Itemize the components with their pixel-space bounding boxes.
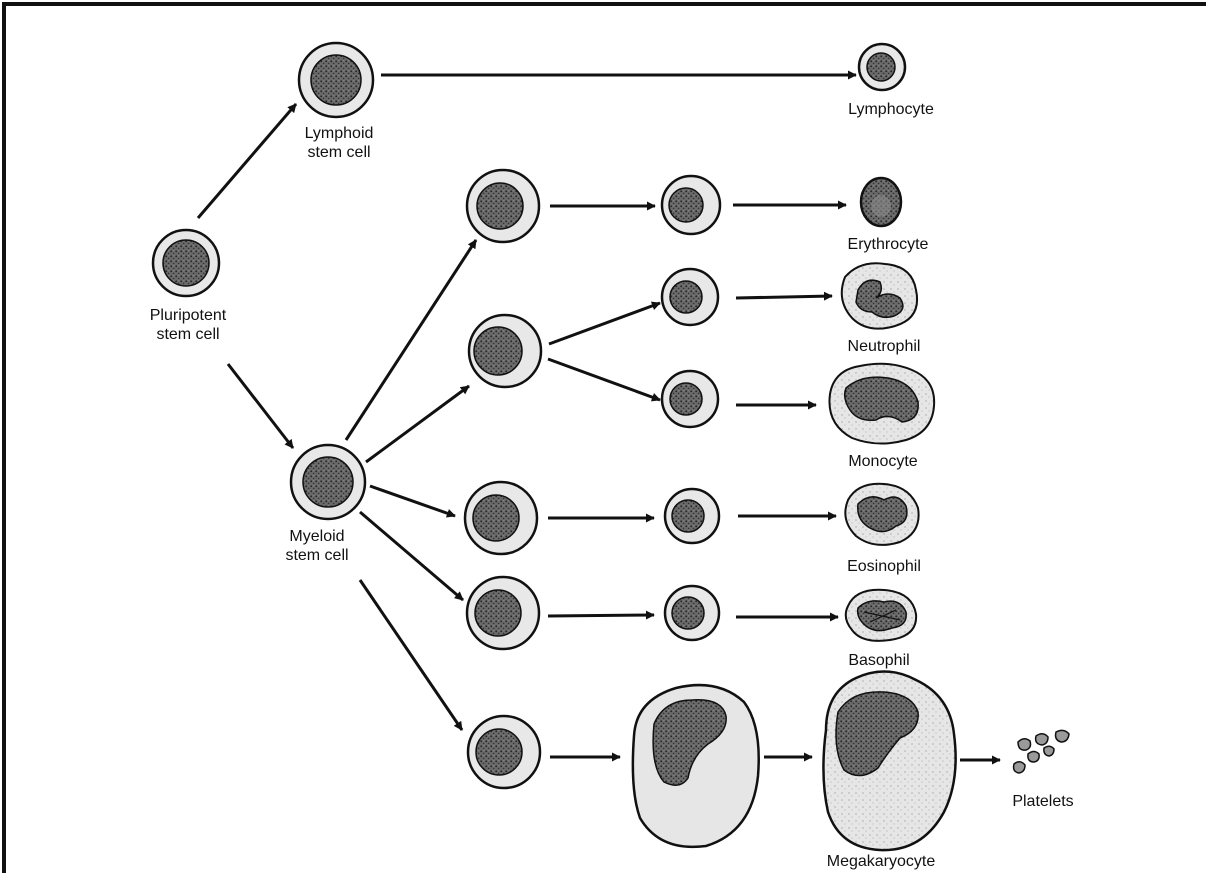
arrow-myelomonocytic-to-neutrophil-stage: [548, 301, 661, 346]
label-line: stem cell: [285, 547, 349, 564]
cell-megakaryoblast: [466, 714, 542, 790]
label-lymphoid-stem-cell: Lymphoid stem cell: [305, 124, 374, 162]
label-line: Myeloid: [289, 528, 345, 545]
cell-promegakaryocyte: [631, 683, 760, 849]
arrow-pluripotent-to-lymphoid: [196, 103, 298, 219]
cell-eosinophil-precursor: [463, 480, 539, 556]
cell-monocyte-stage: [660, 369, 720, 429]
arrow-myeloid-to-megakaryoblast: [358, 579, 464, 731]
cell-neutrophil-stage: [660, 267, 720, 327]
cell-erythroid-stage2: [660, 174, 722, 236]
label-platelets: Platelets: [1012, 793, 1074, 810]
label-line: Pluripotent: [149, 307, 227, 324]
label-eosinophil: Eosinophil: [847, 558, 921, 575]
cell-erythroid-precursor: [465, 168, 541, 244]
arrow-basophil-precursor-to-stage2: [547, 610, 655, 620]
label-monocyte: Monocyte: [848, 453, 918, 470]
cell-erythrocyte: [859, 176, 903, 228]
label-lymphocyte: Lymphocyte: [848, 101, 934, 118]
cell-myelomonocytic-precursor: [467, 313, 543, 389]
arrow-myeloid-to-myelomonocytic: [365, 384, 470, 464]
cell-megakaryocyte: [822, 670, 957, 852]
label-erythrocyte: Erythrocyte: [847, 236, 929, 253]
cell-eosinophil-stage2: [663, 487, 721, 545]
cell-monocyte: [828, 362, 936, 445]
label-neutrophil: Neutrophil: [847, 338, 921, 355]
label-pluripotent-stem-cell: Pluripotent stem cell: [150, 306, 227, 344]
cell-neutrophil: [840, 262, 918, 330]
arrow-myeloid-to-eosinophil-precursor: [369, 484, 456, 518]
arrow-myeloid-to-erythroid-precursor: [344, 239, 478, 441]
label-line: stem cell: [156, 326, 220, 343]
arrow-myeloid-to-basophil-precursor: [359, 510, 464, 602]
cell-basophil-precursor: [465, 575, 541, 651]
cell-lymphocyte: [857, 42, 907, 92]
cell-myeloid-stem: [289, 443, 367, 521]
cell-eosinophil: [844, 482, 920, 546]
arrow-neutrophil-stage-to-neutrophil: [735, 291, 833, 301]
label-line: Lymphoid: [304, 125, 374, 142]
cell-basophil-stage2: [663, 584, 721, 642]
platelets-cluster: [1012, 729, 1070, 774]
arrows: [196, 70, 1001, 765]
label-megakaryocyte: Megakaryocyte: [826, 853, 936, 870]
label-line: stem cell: [307, 144, 371, 161]
label-myeloid-stem-cell: Myeloid stem cell: [285, 527, 348, 565]
label-basophil: Basophil: [848, 652, 910, 669]
cell-pluripotent-stem: [151, 228, 221, 298]
arrow-myelomonocytic-to-monocyte-stage: [547, 357, 661, 402]
cell-basophil: [844, 588, 918, 642]
cell-lymphoid-stem: [297, 41, 375, 119]
arrow-pluripotent-to-myeloid: [226, 363, 295, 449]
